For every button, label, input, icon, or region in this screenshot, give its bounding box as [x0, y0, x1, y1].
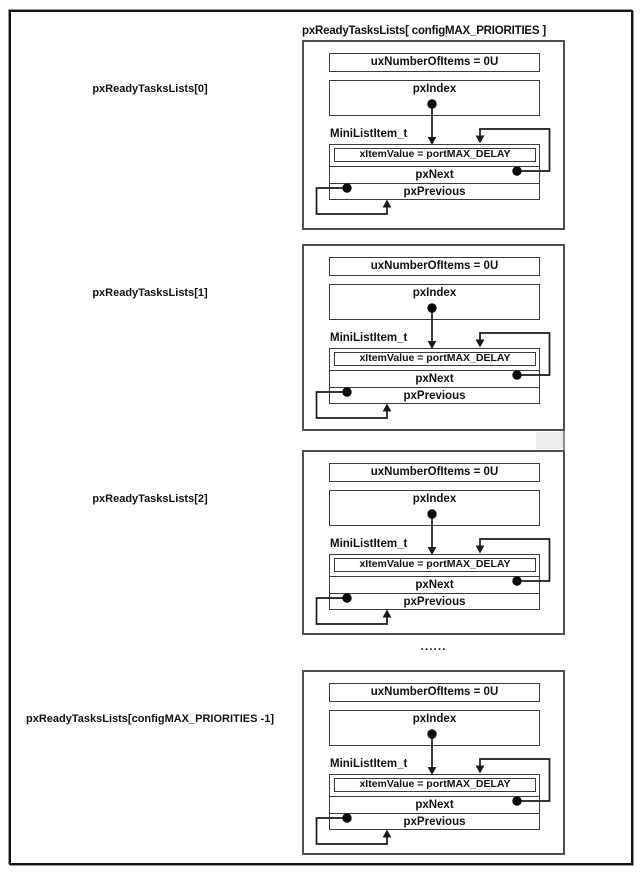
mini-list-item-box: xItemValue = portMAX_DELAY pxNext pxPrev…	[329, 554, 540, 610]
row-label-priority-2: pxReadyTasksLists[2]	[92, 493, 208, 505]
mini-list-item-type-label: MiniListItem_t	[330, 538, 408, 550]
row-label-priority-max: pxReadyTasksLists[configMAX_PRIORITIES -…	[26, 713, 274, 725]
px-next-row: pxNext	[330, 369, 539, 388]
item-value-box: xItemValue = portMAX_DELAY	[334, 777, 536, 792]
mini-list-item-box: xItemValue = portMAX_DELAY pxNext pxPrev…	[329, 348, 540, 404]
row-label-priority-1: pxReadyTasksLists[1]	[92, 287, 208, 299]
px-previous-row: pxPrevious	[330, 813, 539, 831]
num-items-box: uxNumberOfItems = 0U	[329, 257, 540, 276]
diagram-title: pxReadyTasksLists[ configMAX_PRIORITIES …	[302, 25, 547, 37]
num-items-box: uxNumberOfItems = 0U	[329, 463, 540, 482]
list-block-priority-max: uxNumberOfItems = 0U pxIndex MiniListIte…	[302, 670, 565, 855]
px-index-box: pxIndex	[329, 490, 540, 526]
mini-list-item-box: xItemValue = portMAX_DELAY pxNext pxPrev…	[329, 774, 540, 830]
num-items-box: uxNumberOfItems = 0U	[329, 683, 540, 702]
continuation-ellipsis: ......	[420, 639, 447, 653]
px-index-box: pxIndex	[329, 710, 540, 746]
mini-list-item-type-label: MiniListItem_t	[330, 128, 408, 140]
px-previous-row: pxPrevious	[330, 183, 539, 201]
render-artifact-patch	[536, 432, 563, 449]
px-index-label: pxIndex	[412, 83, 457, 95]
list-block-priority-0: uxNumberOfItems = 0U pxIndex MiniListIte…	[302, 40, 565, 230]
px-previous-row: pxPrevious	[330, 387, 539, 405]
px-next-row: pxNext	[330, 795, 539, 814]
px-next-row: pxNext	[330, 165, 539, 184]
num-items-box: uxNumberOfItems = 0U	[329, 53, 540, 72]
item-value-box: xItemValue = portMAX_DELAY	[334, 351, 536, 366]
list-block-priority-2: uxNumberOfItems = 0U pxIndex MiniListIte…	[302, 450, 565, 635]
px-index-label: pxIndex	[412, 287, 457, 299]
mini-list-item-type-label: MiniListItem_t	[330, 758, 408, 770]
px-index-label: pxIndex	[412, 493, 457, 505]
item-value-row: xItemValue = portMAX_DELAY	[330, 351, 539, 370]
item-value-row: xItemValue = portMAX_DELAY	[330, 147, 539, 166]
list-block-priority-1: uxNumberOfItems = 0U pxIndex MiniListIte…	[302, 244, 565, 431]
px-next-row: pxNext	[330, 575, 539, 594]
px-index-box: pxIndex	[329, 80, 540, 116]
mini-list-item-type-label: MiniListItem_t	[330, 332, 408, 344]
mini-list-item-box: xItemValue = portMAX_DELAY pxNext pxPrev…	[329, 144, 540, 200]
item-value-row: xItemValue = portMAX_DELAY	[330, 557, 539, 576]
item-value-box: xItemValue = portMAX_DELAY	[334, 147, 536, 162]
px-index-box: pxIndex	[329, 284, 540, 320]
item-value-box: xItemValue = portMAX_DELAY	[334, 557, 536, 572]
item-value-row: xItemValue = portMAX_DELAY	[330, 777, 539, 796]
px-index-label: pxIndex	[412, 713, 457, 725]
row-label-priority-0: pxReadyTasksLists[0]	[92, 83, 208, 95]
render-artifact-line	[563, 431, 565, 451]
px-previous-row: pxPrevious	[330, 593, 539, 611]
